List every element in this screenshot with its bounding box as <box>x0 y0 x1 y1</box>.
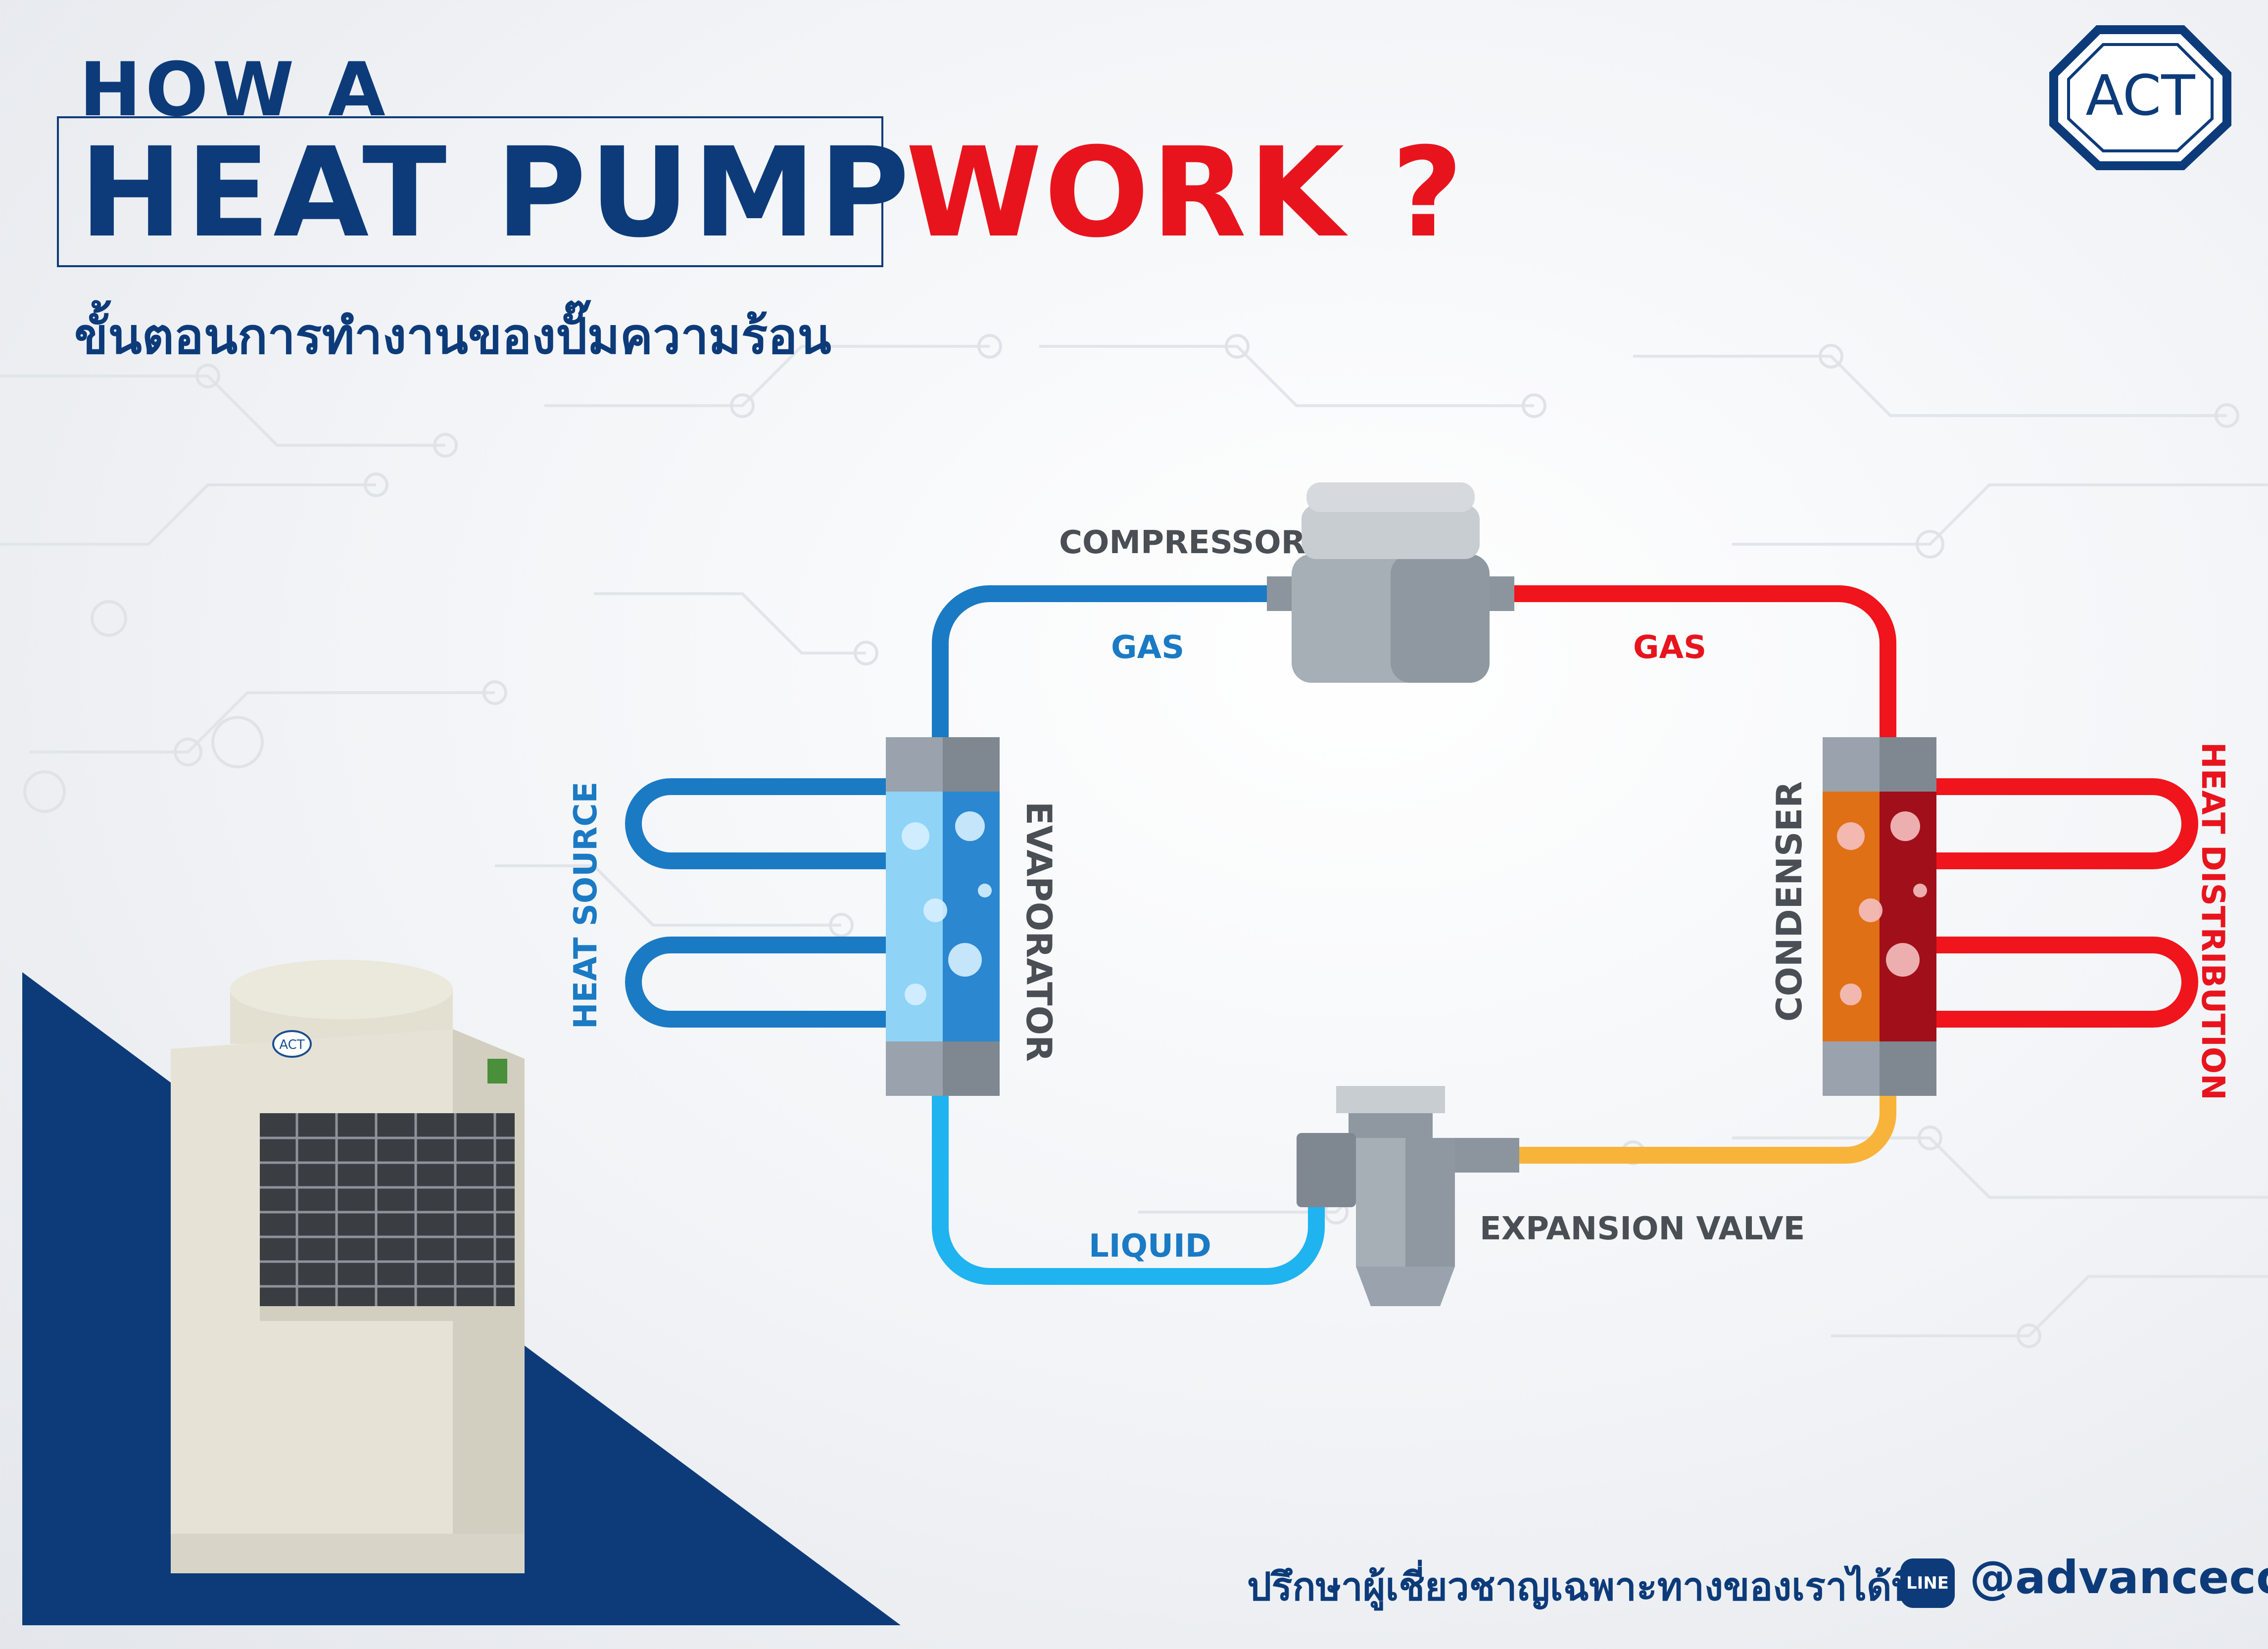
line-icon[interactable]: LINE <box>1900 1558 1955 1608</box>
compressor-label: COMPRESSOR <box>1059 524 1305 561</box>
title-line-1: HOW A <box>79 47 389 133</box>
heat-source-label: HEAT SOURCE <box>568 782 604 1029</box>
outdoor-unit-image <box>171 960 525 1573</box>
heat-source-coils <box>625 778 899 1028</box>
condenser-unit <box>1823 737 1936 1096</box>
gas-pipe-blue <box>932 585 1277 742</box>
circuit-nodes <box>23 334 2239 1348</box>
title-heat-pump: HEAT PUMP <box>79 121 913 265</box>
compressor-unit <box>1267 482 1514 683</box>
liquid-pipe <box>932 1093 1325 1285</box>
gas-label-right: GAS <box>1633 629 1706 666</box>
expansion-valve-unit <box>1297 1086 1519 1306</box>
title-box <box>57 116 883 267</box>
line-handle-link[interactable]: @advancecool <box>1970 1551 2268 1604</box>
orange-pipe <box>1519 1093 1896 1164</box>
subtitle-thai: ขั้นตอนการทำงานของปั๊มความร้อน <box>74 307 831 365</box>
condenser-label: CONDENSER <box>1769 781 1810 1022</box>
unit-badge-text: ACT <box>279 1037 304 1052</box>
evaporator-label: EVAPORATOR <box>1018 801 1059 1062</box>
evaporator-unit <box>886 737 1000 1096</box>
liquid-label: LIQUID <box>1089 1228 1211 1265</box>
logo-text: ACT <box>2085 64 2195 128</box>
footer-consult-text: ปรึกษาผู้เชี่ยวชาญเฉพาะทางของเราได้ที่ <box>1247 1565 1917 1609</box>
gas-label-left: GAS <box>1111 629 1184 666</box>
gas-pipe-red <box>1514 585 1896 742</box>
heat-distribution-coils <box>1922 778 2198 1028</box>
title-work: WORK ? <box>906 121 1465 265</box>
heat-distribution-label: HEAT DISTRIBUTION <box>2194 742 2231 1100</box>
expansion-valve-label: EXPANSION VALVE <box>1480 1211 1805 1247</box>
act-logo <box>2049 25 2231 170</box>
line-icon-text: LINE <box>1906 1573 1949 1593</box>
